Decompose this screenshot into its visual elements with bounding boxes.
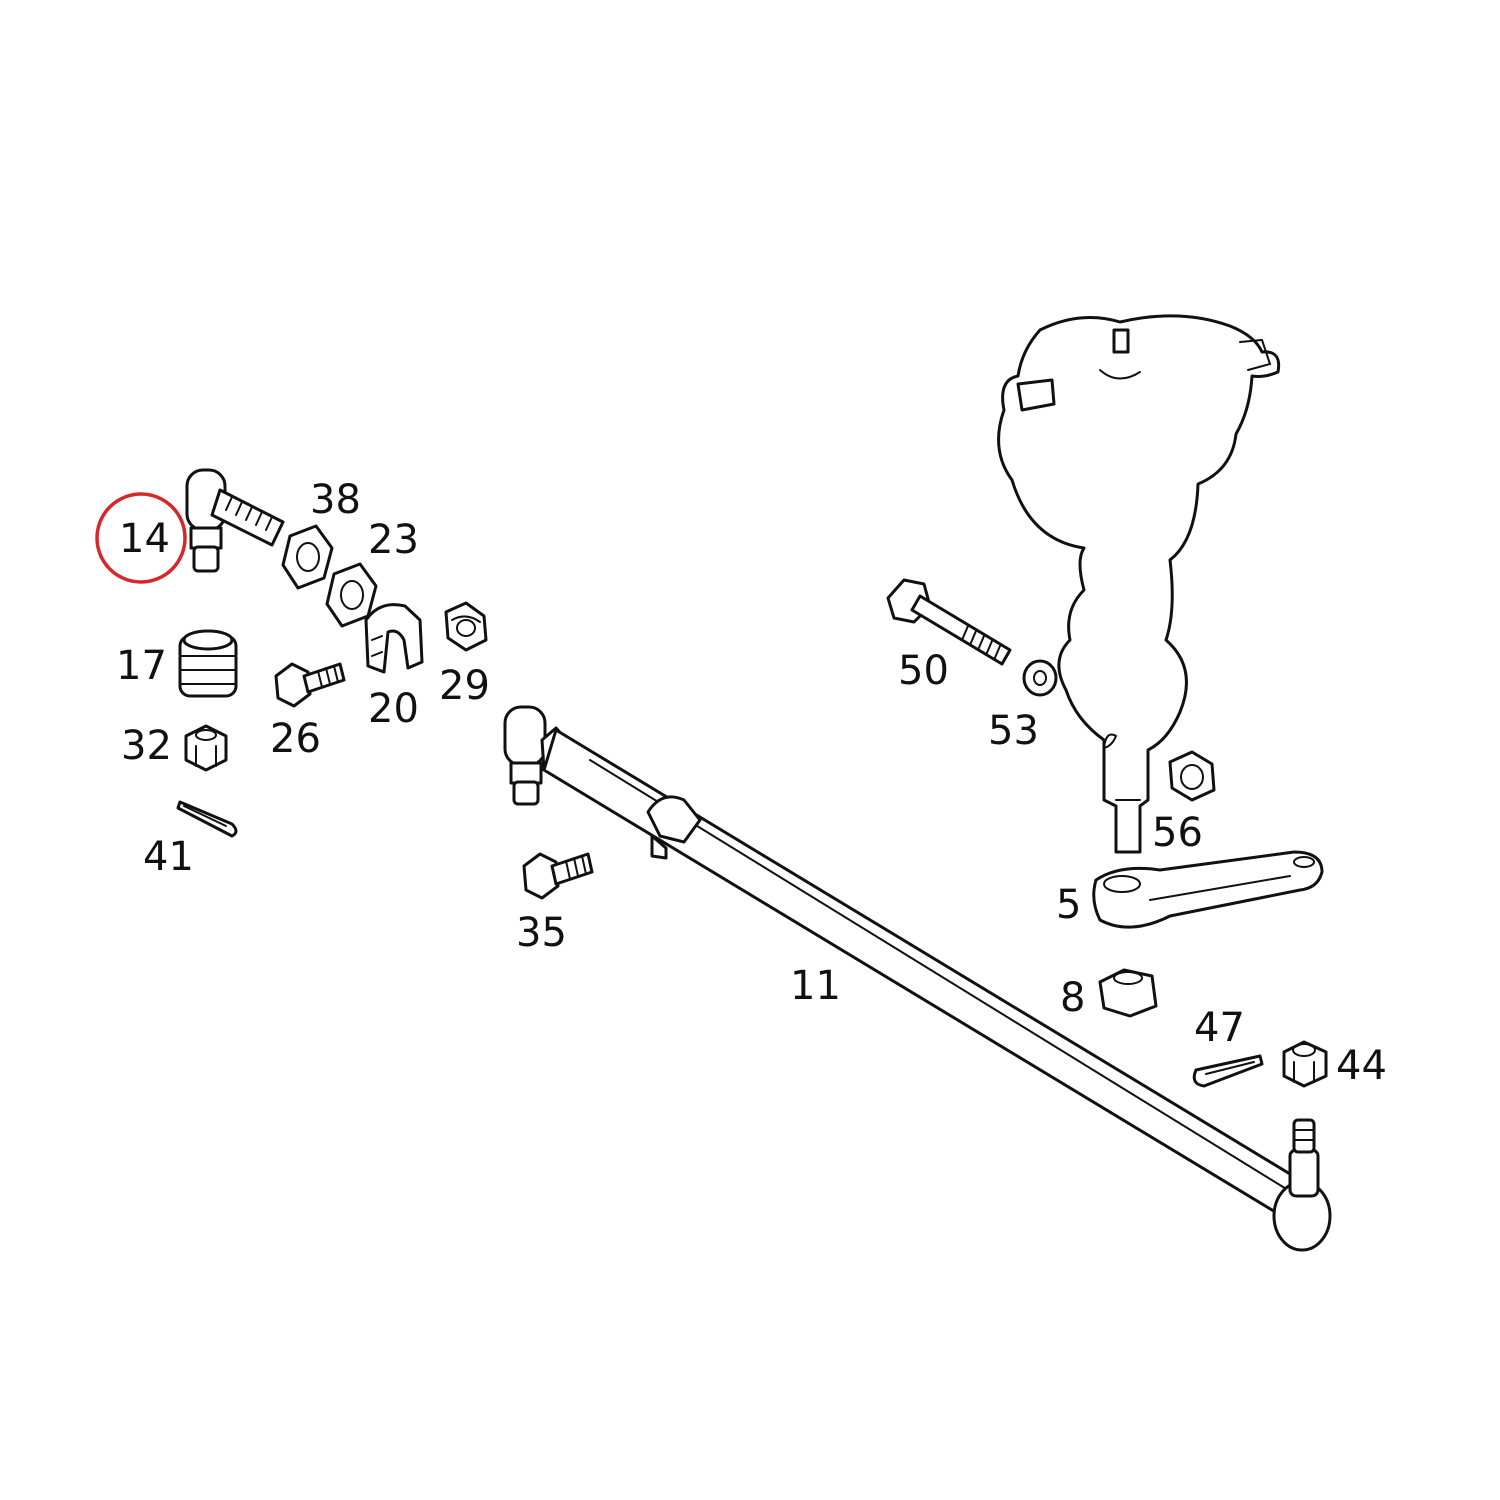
part-35-bolt [522, 852, 594, 900]
callout-53: 53 [988, 708, 1039, 754]
callout-8: 8 [1060, 975, 1085, 1021]
highlight-ring-part-14 [95, 492, 187, 584]
callout-41: 41 [143, 834, 194, 880]
callout-44: 44 [1336, 1043, 1387, 1089]
callout-11: 11 [790, 963, 841, 1009]
part-50-bolt [886, 578, 1012, 666]
callout-35: 35 [516, 910, 567, 956]
callout-47: 47 [1194, 1005, 1245, 1051]
part-17-boot [178, 629, 238, 698]
callout-17: 17 [116, 643, 167, 689]
callout-23: 23 [368, 517, 419, 563]
callout-29: 29 [439, 663, 490, 709]
callout-14: 14 [119, 516, 170, 562]
part-44-castle-nut [1282, 1040, 1328, 1088]
part-14-tie-rod-end [185, 468, 285, 573]
part-26-bolt [274, 662, 346, 708]
part-53-washer [1022, 659, 1058, 697]
part-41-cotter-pin [176, 800, 238, 838]
callout-32: 32 [121, 723, 172, 769]
callout-56: 56 [1152, 810, 1203, 856]
part-38-nut [281, 524, 334, 590]
part-20-clamp [364, 603, 424, 674]
callout-5: 5 [1056, 882, 1081, 928]
part-47-cotter-pin [1192, 1054, 1264, 1088]
part-11-tie-rod [503, 705, 1332, 1252]
callout-26: 26 [270, 716, 321, 762]
part-56-nut [1168, 750, 1216, 802]
callout-50: 50 [898, 648, 949, 694]
steering-gearbox [997, 314, 1281, 854]
part-8-nut [1098, 968, 1158, 1018]
callout-20: 20 [368, 686, 419, 732]
part-32-castle-nut [184, 724, 228, 772]
part-5-pitman-arm [1092, 850, 1324, 929]
part-29-nut [444, 601, 488, 652]
callout-38: 38 [310, 477, 361, 523]
